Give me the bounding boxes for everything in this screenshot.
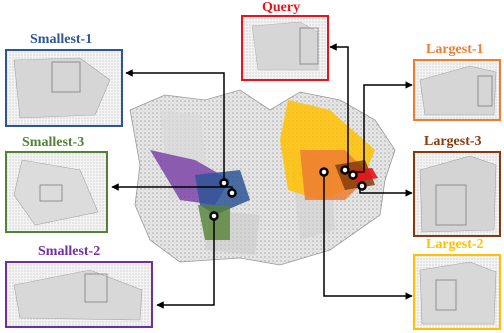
point-largest-2: [319, 167, 329, 177]
label-smallest-3: Smallest-3: [22, 135, 85, 150]
label-query: Query: [262, 0, 301, 15]
thumbnail-largest-3: [413, 151, 501, 237]
arrow-to-smallest-2: [156, 216, 215, 309]
arrow-to-largest-1: [352, 81, 413, 173]
label-smallest-2: Smallest-2: [38, 244, 101, 259]
connector-arrows: [111, 43, 413, 309]
thumbnail-largest-2: [413, 254, 501, 330]
point-largest-3: [357, 181, 367, 191]
label-smallest-1: Smallest-1: [30, 32, 93, 47]
label-largest-3: Largest-3: [424, 134, 482, 149]
thumbnail-smallest-3: [5, 151, 108, 233]
thumbnail-smallest-1: [5, 49, 123, 127]
point-smallest-2: [209, 211, 219, 221]
point-smallest-1: [219, 178, 229, 188]
label-largest-1: Largest-1: [426, 42, 484, 57]
arrow-to-smallest-1: [125, 69, 225, 183]
thumbnail-query: [241, 15, 329, 81]
arrow-to-query: [329, 43, 349, 173]
point-largest-1: [348, 170, 358, 180]
thumbnail-smallest-2: [5, 261, 153, 328]
arrow-to-largest-2: [323, 172, 413, 300]
point-smallest-3: [227, 188, 237, 198]
query-points: [209, 165, 367, 221]
label-largest-2: Largest-2: [426, 237, 484, 252]
point-query: [340, 165, 350, 175]
thumbnail-largest-1: [413, 59, 501, 121]
